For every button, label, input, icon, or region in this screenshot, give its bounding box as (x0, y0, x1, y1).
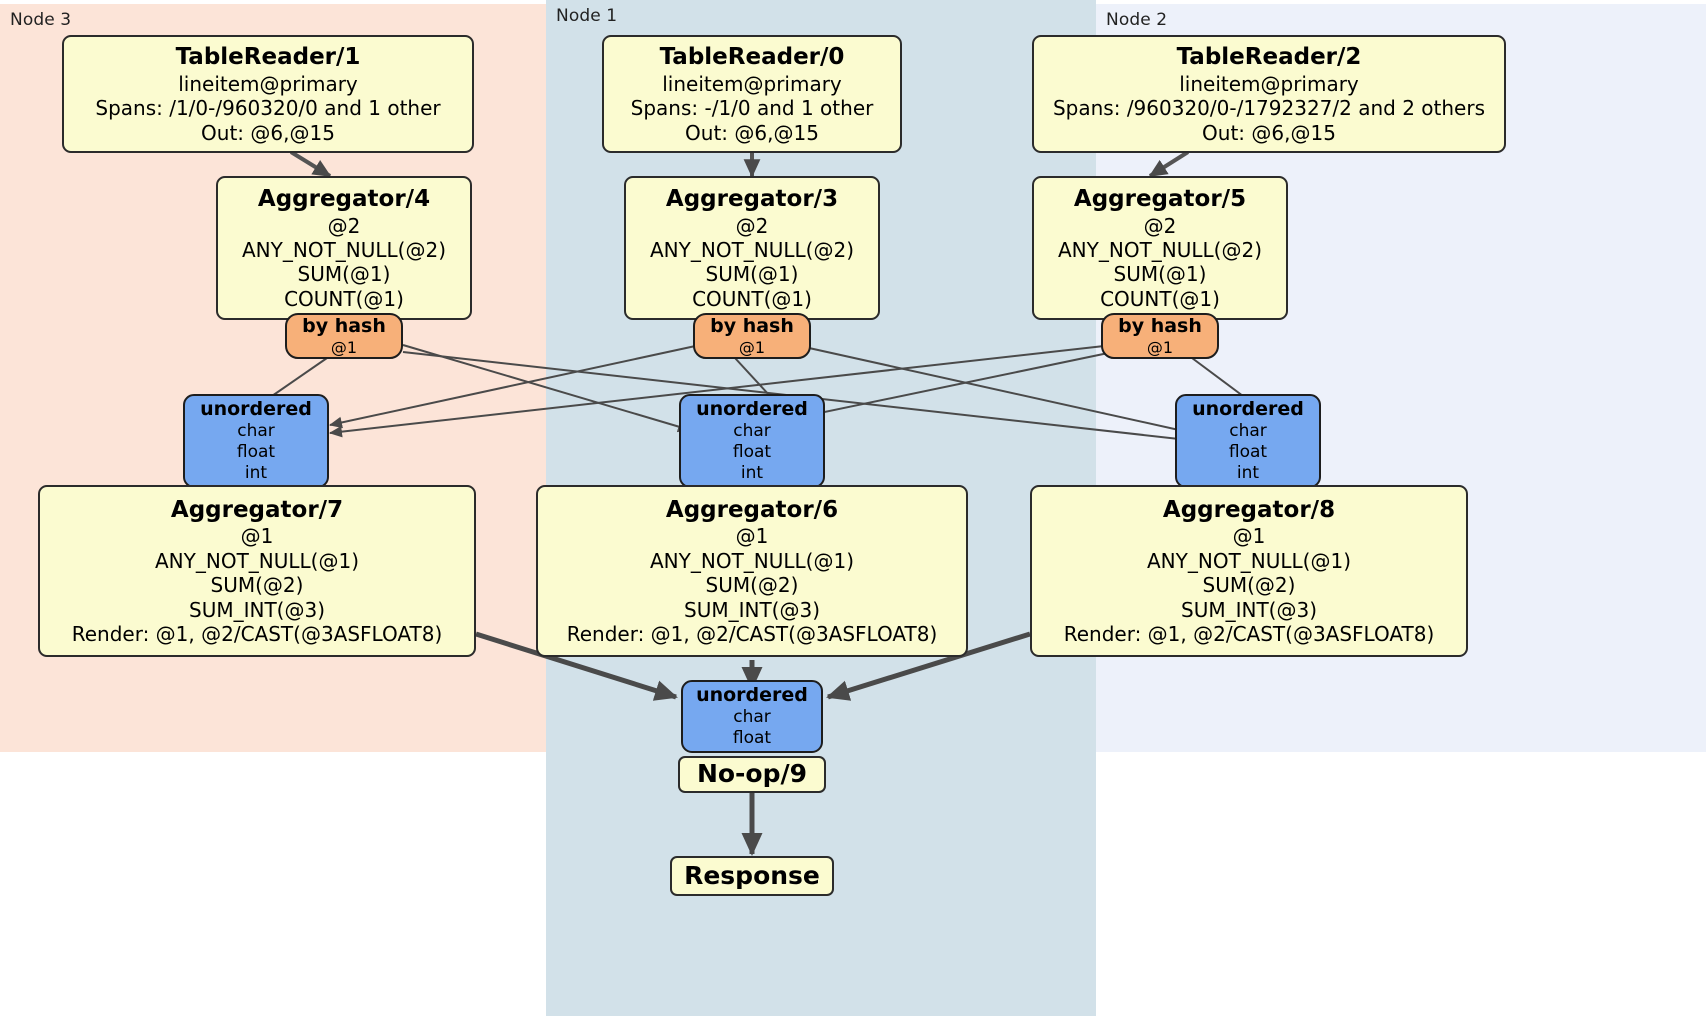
hash-router-node3-col: @1 (330, 337, 358, 357)
aggregator-7-agg3: SUM_INT(@3) (189, 597, 325, 622)
hash-router-node2[interactable]: by hash @1 (1101, 313, 1219, 359)
aggregator-3-agg2: SUM(@1) (705, 262, 799, 287)
aggregator-7-agg1: ANY_NOT_NULL(@1) (155, 548, 359, 573)
aggregator-3-box[interactable]: Aggregator/3 @2 ANY_NOT_NULL(@2) SUM(@1)… (624, 176, 880, 320)
aggregator-5-agg3: COUNT(@1) (1100, 286, 1220, 311)
aggregator-8-agg1: ANY_NOT_NULL(@1) (1147, 548, 1351, 573)
table-reader-2-spans: Spans: /960320/0-/1792327/2 and 2 others (1052, 96, 1485, 121)
table-reader-1-box[interactable]: TableReader/1 lineitem@primary Spans: /1… (62, 35, 474, 153)
aggregator-6-agg1: ANY_NOT_NULL(@1) (650, 548, 854, 573)
hash-router-node1-col: @1 (738, 337, 766, 357)
sync-unordered-final[interactable]: unordered char float (681, 680, 823, 753)
table-reader-0-out: Out: @6,@15 (685, 120, 819, 145)
sync-unordered-node1-type3: int (740, 462, 764, 483)
sync-unordered-node3-type1: char (237, 421, 275, 442)
table-reader-0-box[interactable]: TableReader/0 lineitem@primary Spans: -/… (602, 35, 902, 153)
response-box[interactable]: Response (670, 856, 834, 896)
hash-router-node3-title: by hash (302, 314, 386, 337)
aggregator-7-agg2: SUM(@2) (210, 573, 304, 598)
aggregator-6-agg2: SUM(@2) (705, 573, 799, 598)
sync-unordered-final-title: unordered (696, 684, 808, 707)
aggregator-7-title: Aggregator/7 (170, 496, 344, 523)
aggregator-7-render: Render: @1, @2/CAST(@3ASFLOAT8) (71, 621, 443, 646)
table-reader-1-title: TableReader/1 (175, 44, 361, 71)
aggregator-5-agg1: ANY_NOT_NULL(@2) (1058, 237, 1262, 262)
hash-router-node3[interactable]: by hash @1 (285, 313, 403, 359)
hash-router-node1[interactable]: by hash @1 (693, 313, 811, 359)
aggregator-4-agg2: SUM(@1) (297, 262, 391, 287)
sync-unordered-node1-type2: float (732, 442, 772, 463)
hash-router-node2-title: by hash (1118, 314, 1202, 337)
sync-unordered-final-type1: char (733, 707, 771, 728)
table-reader-1-out: Out: @6,@15 (201, 120, 335, 145)
node-panel-label-node1: Node 1 (556, 6, 618, 26)
table-reader-0-table: lineitem@primary (662, 71, 842, 96)
aggregator-8-group: @1 (1232, 524, 1266, 549)
table-reader-2-title: TableReader/2 (1176, 44, 1362, 71)
aggregator-8-title: Aggregator/8 (1162, 496, 1336, 523)
aggregator-3-agg1: ANY_NOT_NULL(@2) (650, 237, 854, 262)
table-reader-1-table: lineitem@primary (178, 71, 358, 96)
sync-unordered-node1-type1: char (733, 421, 771, 442)
node-panel-label-node3: Node 3 (10, 10, 72, 30)
aggregator-4-group: @2 (327, 213, 361, 238)
table-reader-0-spans: Spans: -/1/0 and 1 other (630, 96, 874, 121)
aggregator-4-box[interactable]: Aggregator/4 @2 ANY_NOT_NULL(@2) SUM(@1)… (216, 176, 472, 320)
aggregator-6-agg3: SUM_INT(@3) (684, 597, 820, 622)
sync-unordered-node1-title: unordered (696, 398, 808, 421)
table-reader-0-title: TableReader/0 (659, 44, 845, 71)
sync-unordered-node2-type1: char (1229, 421, 1267, 442)
aggregator-3-title: Aggregator/3 (665, 185, 839, 212)
sync-unordered-node2-type3: int (1236, 462, 1260, 483)
aggregator-5-group: @2 (1143, 213, 1177, 238)
sync-unordered-node3-type3: int (244, 462, 268, 483)
aggregator-8-render: Render: @1, @2/CAST(@3ASFLOAT8) (1063, 621, 1435, 646)
table-reader-2-out: Out: @6,@15 (1202, 120, 1336, 145)
aggregator-6-group: @1 (735, 524, 769, 549)
table-reader-1-spans: Spans: /1/0-/960320/0 and 1 other (95, 96, 441, 121)
aggregator-7-box[interactable]: Aggregator/7 @1 ANY_NOT_NULL(@1) SUM(@2)… (38, 485, 476, 657)
aggregator-5-agg2: SUM(@1) (1113, 262, 1207, 287)
sync-unordered-node3[interactable]: unordered char float int (183, 394, 329, 488)
aggregator-3-agg3: COUNT(@1) (692, 286, 812, 311)
hash-router-node2-col: @1 (1146, 337, 1174, 357)
no-op-9-title: No-op/9 (696, 759, 808, 789)
aggregator-4-agg3: COUNT(@1) (284, 286, 404, 311)
aggregator-7-group: @1 (240, 524, 274, 549)
aggregator-6-render: Render: @1, @2/CAST(@3ASFLOAT8) (566, 621, 938, 646)
aggregator-8-agg3: SUM_INT(@3) (1181, 597, 1317, 622)
no-op-9-box[interactable]: No-op/9 (678, 756, 826, 793)
sync-unordered-node2[interactable]: unordered char float int (1175, 394, 1321, 488)
sync-unordered-final-type2: float (732, 728, 772, 749)
aggregator-5-title: Aggregator/5 (1073, 185, 1247, 212)
aggregator-6-title: Aggregator/6 (665, 496, 839, 523)
aggregator-4-agg1: ANY_NOT_NULL(@2) (242, 237, 446, 262)
aggregator-6-box[interactable]: Aggregator/6 @1 ANY_NOT_NULL(@1) SUM(@2)… (536, 485, 968, 657)
sync-unordered-node3-title: unordered (200, 398, 312, 421)
aggregator-3-group: @2 (735, 213, 769, 238)
aggregator-8-box[interactable]: Aggregator/8 @1 ANY_NOT_NULL(@1) SUM(@2)… (1030, 485, 1468, 657)
aggregator-5-box[interactable]: Aggregator/5 @2 ANY_NOT_NULL(@2) SUM(@1)… (1032, 176, 1288, 320)
sync-unordered-node2-type2: float (1228, 442, 1268, 463)
table-reader-2-box[interactable]: TableReader/2 lineitem@primary Spans: /9… (1032, 35, 1506, 153)
sync-unordered-node1[interactable]: unordered char float int (679, 394, 825, 488)
response-title: Response (684, 860, 820, 890)
sync-unordered-node2-title: unordered (1192, 398, 1304, 421)
hash-router-node1-title: by hash (710, 314, 794, 337)
node-panel-label-node2: Node 2 (1106, 10, 1168, 30)
table-reader-2-table: lineitem@primary (1179, 71, 1359, 96)
aggregator-4-title: Aggregator/4 (257, 185, 431, 212)
sync-unordered-node3-type2: float (236, 442, 276, 463)
aggregator-8-agg2: SUM(@2) (1202, 573, 1296, 598)
